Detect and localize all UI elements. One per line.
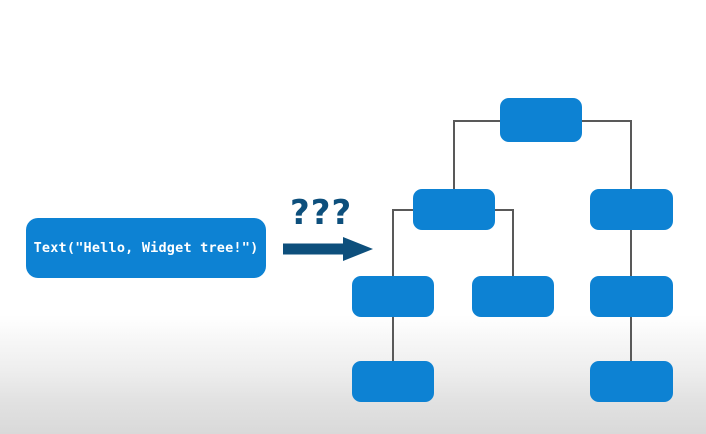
widget-node-root[interactable]	[500, 98, 582, 142]
code-snippet-label: Text("Hello, Widget tree!")	[33, 240, 259, 256]
widget-node-level3-right[interactable]	[590, 276, 673, 317]
code-snippet-chip: Text("Hello, Widget tree!")	[26, 218, 266, 278]
widget-node-level3-left[interactable]	[352, 276, 434, 317]
widget-node-level4-left[interactable]	[352, 361, 434, 402]
widget-node-level2-left[interactable]	[413, 189, 495, 230]
widget-node-level4-right[interactable]	[590, 361, 673, 402]
widget-node-level2-right[interactable]	[590, 189, 673, 230]
right-arrow-icon	[283, 236, 375, 262]
widget-node-level3-mid[interactable]	[472, 276, 554, 317]
question-marks-label: ???	[290, 193, 353, 233]
